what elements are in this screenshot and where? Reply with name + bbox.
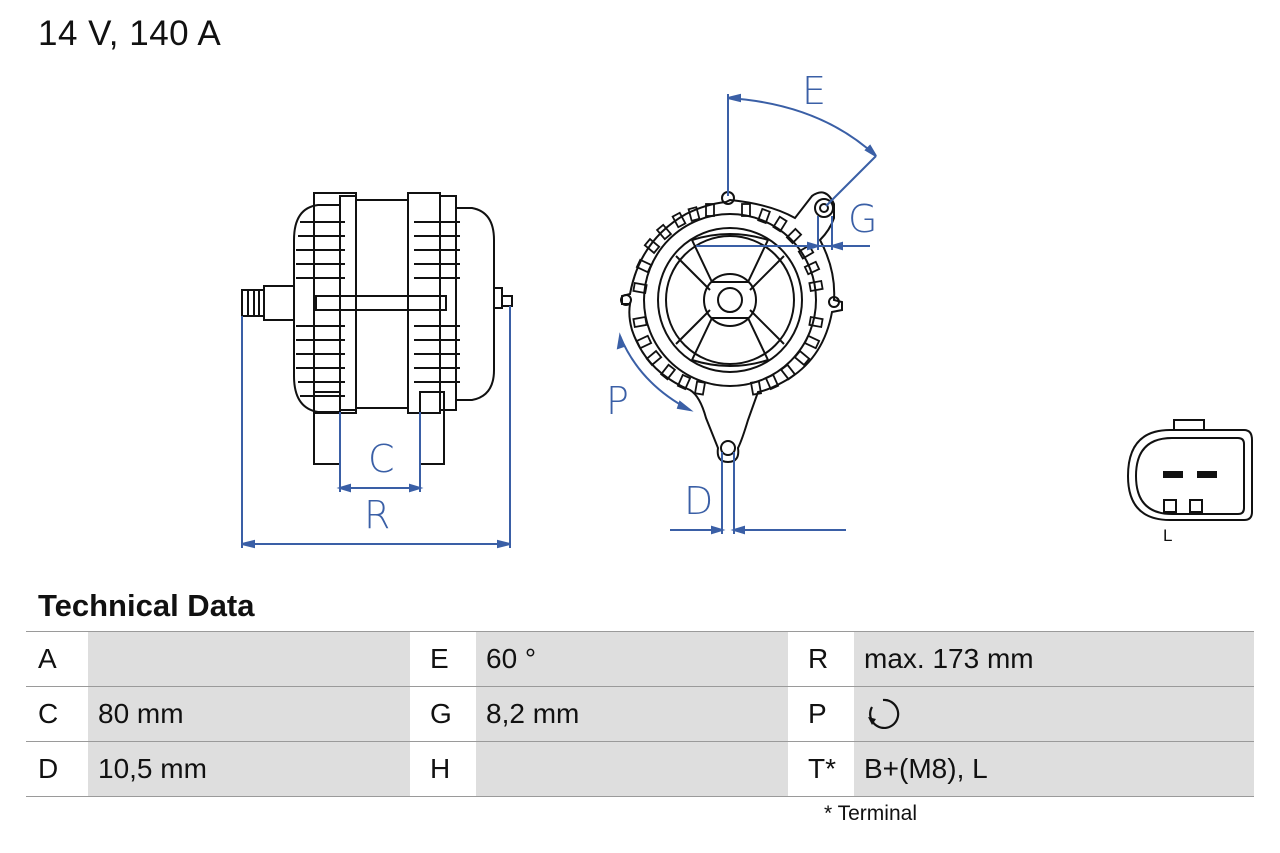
- value-cell: [854, 686, 1254, 742]
- alternator-side-view: [241, 192, 513, 465]
- front-view-dimensions: [616, 93, 877, 535]
- alternator-front-view: [620, 191, 843, 464]
- alternator-drawing: C R: [241, 69, 1253, 549]
- value-cell: 80 mm: [88, 686, 410, 742]
- key-cell: E: [410, 631, 476, 687]
- section-title: Technical Data: [38, 588, 255, 623]
- dim-label-e: E: [802, 69, 826, 113]
- dim-label-p: P: [606, 379, 629, 423]
- dim-label-d: D: [684, 479, 713, 523]
- footnote: * Terminal: [824, 802, 917, 825]
- value-cell: B+(M8), L: [854, 741, 1254, 797]
- value-cell: 10,5 mm: [88, 741, 410, 797]
- connector-label: L: [1163, 526, 1173, 545]
- key-cell: H: [410, 741, 476, 797]
- value-cell: 8,2 mm: [476, 686, 788, 742]
- key-cell: C: [26, 686, 88, 742]
- side-view-dimensions: [241, 306, 511, 549]
- key-cell: T*: [788, 741, 854, 797]
- key-cell: G: [410, 686, 476, 742]
- key-cell: A: [26, 631, 88, 687]
- value-cell: [88, 631, 410, 687]
- value-cell: max. 173 mm: [854, 631, 1254, 687]
- table-row: C 80 mm G 8,2 mm P: [26, 686, 1254, 742]
- rotation-direction-icon: [868, 698, 900, 729]
- value-cell: [476, 741, 788, 797]
- key-cell: P: [788, 686, 854, 742]
- table-row: A E 60 ° R max. 173 mm: [26, 631, 1254, 687]
- table-row: D 10,5 mm H T* B+(M8), L: [26, 741, 1254, 797]
- dim-label-g: G: [848, 197, 877, 241]
- dim-label-c: C: [368, 437, 395, 481]
- key-cell: R: [788, 631, 854, 687]
- page-title: 14 V, 140 A: [38, 14, 222, 53]
- value-cell: 60 °: [476, 631, 788, 687]
- connector-plug: [1126, 419, 1253, 521]
- key-cell: D: [26, 741, 88, 797]
- dim-label-r: R: [364, 493, 390, 537]
- technical-data-table: A E 60 ° R max. 173 mm C 80 mm G 8,2 mm …: [26, 631, 1254, 797]
